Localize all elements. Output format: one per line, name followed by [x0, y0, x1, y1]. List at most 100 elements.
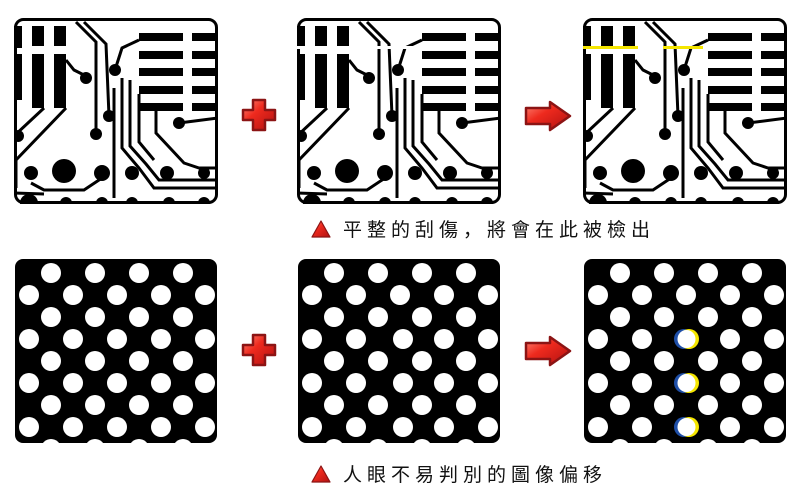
- dot: [632, 329, 652, 349]
- caption-text: 平整的刮傷，將會在此被檢出: [343, 219, 656, 241]
- dot-grid-image: [15, 259, 217, 444]
- dot: [611, 439, 629, 444]
- dot: [173, 395, 193, 415]
- dot: [742, 395, 762, 415]
- dot: [654, 263, 674, 283]
- caption-offset: 人眼不易判別的圖像偏移: [311, 460, 607, 487]
- dot: [85, 395, 105, 415]
- dot: [173, 263, 193, 283]
- dot: [720, 329, 740, 349]
- dot: [390, 285, 410, 305]
- dot: [63, 329, 83, 349]
- dot: [19, 285, 39, 305]
- dot: [302, 417, 322, 437]
- dot: [151, 417, 171, 437]
- reference-pcb-panel: [14, 18, 218, 204]
- dot: [393, 417, 413, 437]
- dot: [85, 307, 105, 327]
- dot: [412, 351, 432, 371]
- dot: [85, 351, 105, 371]
- dot: [41, 263, 61, 283]
- dot: [742, 351, 762, 371]
- dot: [129, 307, 149, 327]
- dot: [610, 395, 630, 415]
- plus-icon: [241, 98, 277, 136]
- shifted-dot-grid-panel: [297, 258, 501, 444]
- dot: [478, 373, 498, 393]
- dot: [369, 439, 387, 444]
- arrow-right-icon: [523, 100, 573, 136]
- plus-icon: [241, 333, 277, 371]
- dot: [151, 285, 171, 305]
- warning-triangle-icon: [311, 464, 331, 483]
- warning-triangle-icon: [311, 219, 331, 238]
- dot: [41, 307, 61, 327]
- dot: [368, 351, 388, 371]
- dot: [434, 417, 454, 437]
- dot: [63, 373, 83, 393]
- dot: [302, 329, 322, 349]
- dot: [41, 351, 61, 371]
- dot: [85, 263, 105, 283]
- dot: [129, 263, 149, 283]
- dot: [720, 417, 740, 437]
- dot: [346, 285, 366, 305]
- dot: [324, 263, 344, 283]
- dot: [456, 395, 476, 415]
- dot: [368, 263, 388, 283]
- dot: [195, 373, 215, 393]
- dot: [764, 373, 784, 393]
- caption-scratch: 平整的刮傷，將會在此被檢出: [311, 215, 655, 242]
- dot: [434, 373, 454, 393]
- dot: [173, 351, 193, 371]
- dot: [195, 285, 215, 305]
- scratch-highlight: [583, 46, 703, 49]
- dot: [19, 373, 39, 393]
- dot: [346, 373, 366, 393]
- dot: [698, 395, 718, 415]
- dot: [699, 439, 717, 444]
- result-pcb-panel: [583, 18, 787, 204]
- dot: [324, 395, 344, 415]
- dot: [129, 395, 149, 415]
- dot: [42, 439, 60, 444]
- dot: [107, 417, 127, 437]
- dot: [632, 417, 652, 437]
- dot: [632, 373, 652, 393]
- dot: [743, 439, 761, 444]
- dot: [107, 373, 127, 393]
- dot: [698, 351, 718, 371]
- dot: [130, 439, 148, 444]
- dot: [412, 395, 432, 415]
- dot: [434, 285, 454, 305]
- dot: [677, 418, 696, 436]
- dot: [302, 285, 322, 305]
- arrow-right-icon: [523, 335, 573, 371]
- dot: [655, 439, 673, 444]
- dot: [698, 263, 718, 283]
- dot: [588, 285, 608, 305]
- scratched-pcb-panel: [297, 18, 501, 204]
- dot: [764, 329, 784, 349]
- dot: [478, 417, 498, 437]
- dot: [393, 329, 413, 349]
- dot: [676, 285, 696, 305]
- dot: [720, 373, 740, 393]
- dot: [654, 351, 674, 371]
- dot: [412, 263, 432, 283]
- pcb-image: [14, 18, 218, 204]
- dot: [107, 285, 127, 305]
- dot: [63, 417, 83, 437]
- pcb-image: [297, 18, 501, 204]
- dot: [764, 285, 784, 305]
- dot: [478, 329, 498, 349]
- caption-text: 人眼不易判別的圖像偏移: [343, 464, 608, 486]
- dot: [764, 417, 784, 437]
- dot: [610, 263, 630, 283]
- dot-grid-image: [584, 259, 786, 444]
- dot: [107, 329, 127, 349]
- dot: [346, 417, 366, 437]
- dot: [129, 351, 149, 371]
- dot: [302, 373, 322, 393]
- dot: [632, 285, 652, 305]
